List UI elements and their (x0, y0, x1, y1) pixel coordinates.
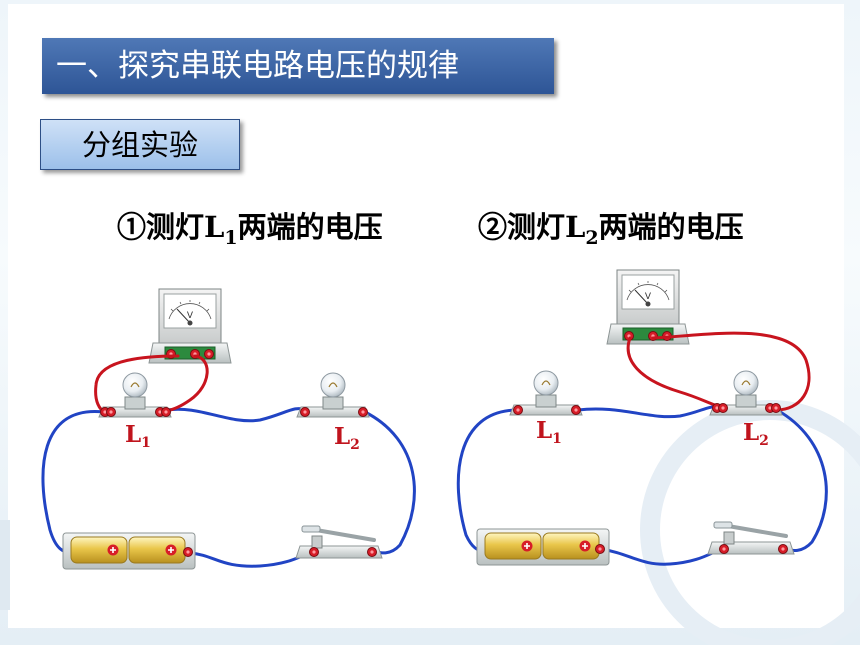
page-title: 一、探究串联电路电压的规律 (42, 38, 554, 94)
circuit-1: V L1 L2 + (41, 288, 416, 570)
caption-1-letter: L (204, 210, 225, 244)
c1-red-lead-1 (94, 354, 180, 414)
caption-1-suffix: 两端的电压 (237, 210, 383, 244)
label-l2-circuit-1: L2 (334, 423, 360, 453)
c1-voltmeter-leads (94, 354, 209, 414)
caption-2-letter: L (565, 210, 586, 244)
label-l1-circuit-2: L1 (536, 417, 562, 447)
c1-wire-right (363, 410, 416, 555)
c1-wire-l1-l2 (165, 407, 307, 423)
caption-1-prefix: ①测灯 (117, 210, 205, 244)
battery-circuit-1 (62, 532, 196, 570)
c2-wire-bottom (598, 547, 724, 566)
caption-1-subscript: 1 (224, 226, 238, 249)
caption-2-subscript: 2 (585, 226, 599, 249)
voltmeter-1 (148, 288, 232, 364)
caption-2-prefix: ②测灯 (478, 210, 566, 244)
c2-wire-l1-l2 (576, 405, 718, 419)
c2-wire-right (775, 408, 828, 553)
left-edge-strip (0, 520, 10, 610)
voltmeter-2-unit: V (645, 292, 652, 302)
label-l1-circuit-1: L1 (125, 421, 151, 451)
battery-circuit-2 (476, 528, 610, 566)
label-l2-circuit-2: L2 (743, 419, 769, 449)
caption-2-suffix: 两端的电压 (598, 210, 744, 244)
voltmeter-1-unit: V (187, 311, 194, 321)
circuit-2: V L1 L2 (456, 269, 828, 566)
c1-wire-bottom (188, 550, 314, 568)
c2-red-lead-1 (626, 336, 720, 408)
c1-wire-left (41, 410, 106, 555)
c2-red-lead-2 (651, 331, 811, 412)
caption-experiment-2: ②测灯L2两端的电压 (478, 204, 744, 249)
caption-experiment-1: ①测灯L1两端的电压 (117, 204, 383, 249)
section-label: 分组实验 (40, 119, 240, 170)
c1-red-lead-2 (164, 354, 209, 413)
slide-sheet (8, 4, 844, 628)
voltmeter-2 (606, 269, 690, 345)
c2-voltmeter-leads (626, 331, 811, 412)
